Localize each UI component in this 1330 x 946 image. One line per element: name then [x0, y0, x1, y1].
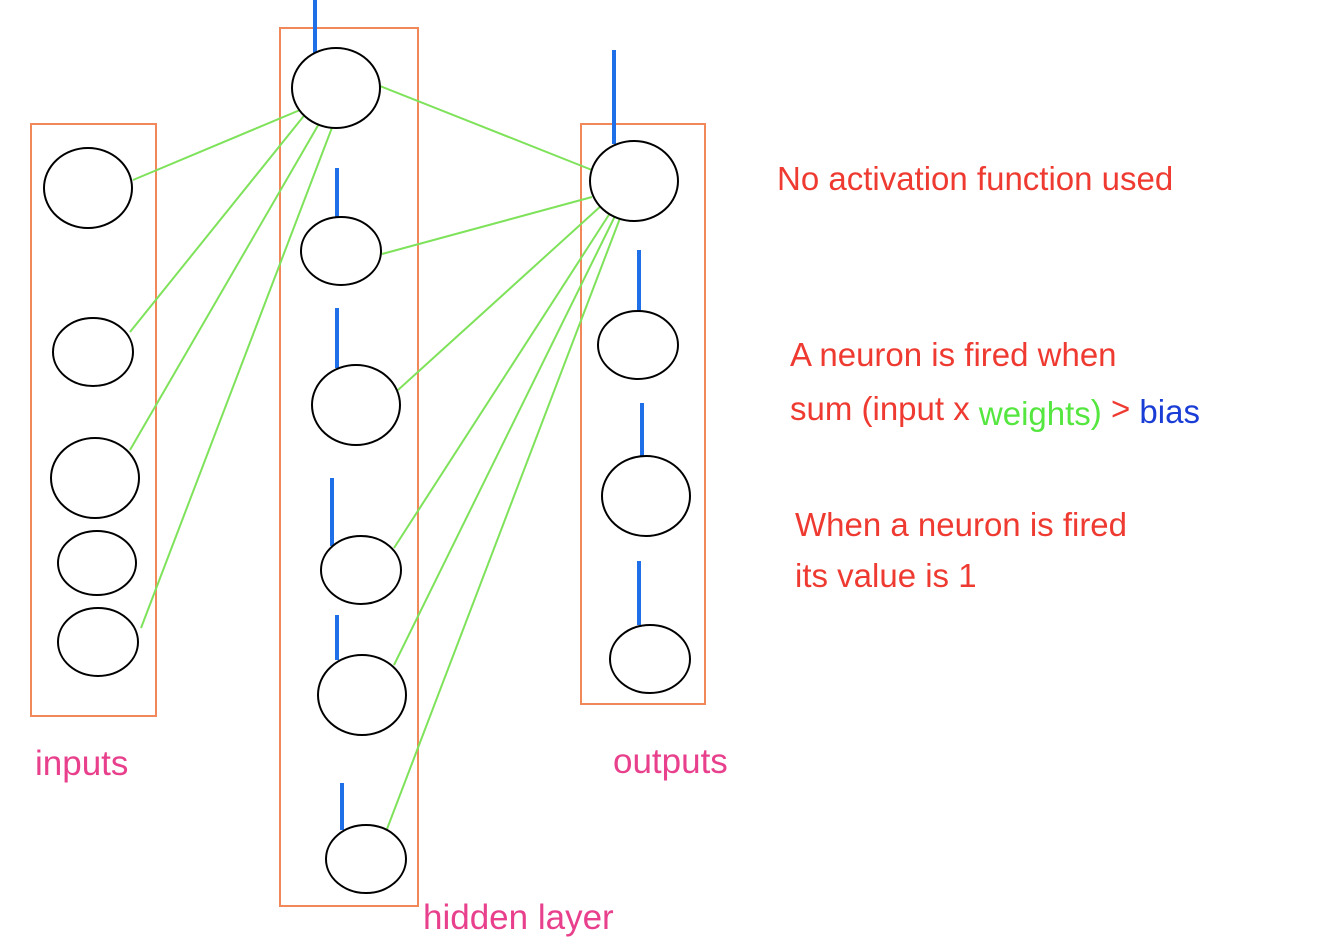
hidden-neuron	[317, 654, 407, 736]
inputs-layer-box	[30, 123, 157, 717]
weight-connection	[381, 196, 593, 255]
weight-connection	[393, 211, 618, 666]
input-neuron	[57, 607, 139, 677]
weight-connection	[393, 209, 613, 549]
hidden-neuron	[325, 824, 407, 894]
note-bias: bias	[1139, 393, 1200, 430]
hidden-neuron	[300, 216, 382, 286]
connections	[129, 85, 623, 830]
hidden-neuron	[311, 364, 401, 446]
output-neuron	[609, 624, 691, 694]
inputs-label: inputs	[35, 744, 129, 783]
outputs-layer-box	[580, 123, 706, 705]
weight-connection	[129, 111, 308, 333]
weight-connection	[132, 109, 301, 181]
weight-connection	[379, 85, 598, 173]
output-neuron	[589, 140, 679, 222]
input-neuron	[57, 530, 137, 596]
neurons	[43, 47, 691, 894]
note-paren: )	[1090, 393, 1102, 430]
input-neuron	[50, 437, 140, 519]
bias-lines	[313, 0, 644, 830]
note-sum-formula: sum (input x weights) > bias	[790, 390, 1200, 432]
weight-connection	[129, 121, 321, 451]
output-neuron	[597, 310, 679, 380]
input-neuron	[43, 147, 133, 229]
note-gt: >	[1101, 390, 1140, 427]
hidden-layer-box	[279, 27, 419, 907]
note-fired-when: A neuron is fired when	[790, 336, 1117, 373]
hidden-neuron	[320, 535, 402, 605]
weight-connection	[397, 204, 603, 391]
note-when-fired: When a neuron is fired	[795, 506, 1128, 543]
weight-connection	[140, 124, 334, 629]
note-weights: weights	[978, 395, 1091, 432]
note-value-one: its value is 1	[795, 557, 977, 594]
note-no-activation: No activation function used	[777, 160, 1174, 197]
hidden-layer-label: hidden layer	[423, 898, 614, 937]
note-sum-prefix: sum (input x	[790, 390, 979, 427]
layer-boxes	[30, 27, 706, 907]
output-neuron	[601, 455, 691, 537]
weight-connection	[386, 212, 623, 830]
outputs-label: outputs	[613, 742, 728, 781]
input-neuron	[52, 317, 134, 387]
hidden-neuron	[291, 47, 381, 129]
